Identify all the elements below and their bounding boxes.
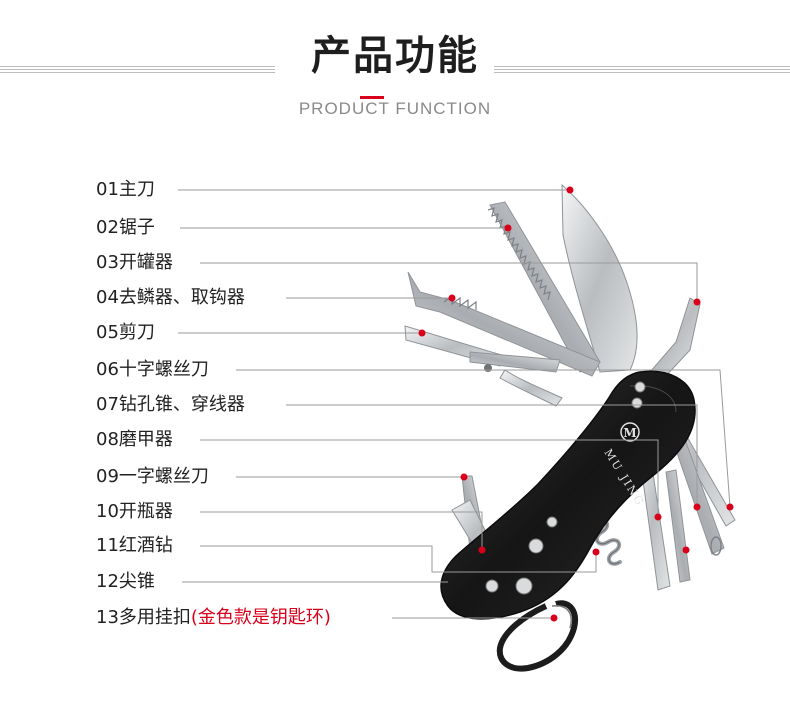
function-label-01: 01主刀 <box>96 179 155 200</box>
marker-04 <box>448 294 456 302</box>
marker-05 <box>418 329 426 337</box>
leader-line-07 <box>286 404 698 507</box>
marker-08 <box>654 513 662 521</box>
marker-13 <box>550 614 558 622</box>
leader-lines <box>178 189 731 619</box>
scissors-icon <box>404 325 563 407</box>
corkscrew-icon <box>594 518 622 566</box>
marker-01 <box>566 186 574 194</box>
marker-06 <box>726 503 734 511</box>
function-label-13: 13多用挂扣(金色款是钥匙环) <box>96 607 331 629</box>
awl-spike-icon <box>665 469 691 583</box>
marker-10 <box>478 546 486 554</box>
marker-09 <box>460 473 468 481</box>
function-label-02: 02锯子 <box>96 217 155 238</box>
leader-line-06 <box>236 369 731 508</box>
carabiner-clip-icon <box>496 600 578 672</box>
marker-02 <box>504 224 512 232</box>
function-label-03: 03开罐器 <box>96 252 173 273</box>
marker-11 <box>592 548 600 556</box>
can-opener-icon <box>649 297 701 379</box>
page-title: 产品功能 <box>311 33 479 79</box>
title-accent-bar <box>360 96 384 99</box>
function-label-04: 04去鳞器、取钩器 <box>96 287 245 308</box>
marker-07 <box>693 503 701 511</box>
brand-logo-icon <box>620 422 640 442</box>
header-left-rule <box>0 66 275 74</box>
function-label-13-note: (金色款是钥匙环) <box>190 607 331 628</box>
leader-line-11 <box>200 545 597 573</box>
page-subtitle: PRODUCT FUNCTION <box>298 99 492 118</box>
marker-03 <box>693 298 701 306</box>
brand-logo-mark: M <box>623 426 636 440</box>
leader-line-03 <box>200 262 698 302</box>
marker-12 <box>682 546 690 554</box>
function-label-12: 12尖锥 <box>96 571 155 592</box>
function-label-13-text: 13多用挂扣 <box>96 607 191 628</box>
leader-line-08 <box>200 439 659 517</box>
function-label-08: 08磨甲器 <box>96 429 173 450</box>
function-label-07: 07钻孔锥、穿线器 <box>96 394 245 415</box>
function-label-05: 05剪刀 <box>96 322 155 343</box>
function-label-06: 06十字螺丝刀 <box>96 359 209 380</box>
tool-handle: M MU JING <box>440 370 696 620</box>
function-label-09: 09一字螺丝刀 <box>96 466 209 487</box>
leader-line-10 <box>200 511 483 550</box>
function-label-11: 11红酒钻 <box>96 535 173 556</box>
callout-markers <box>418 186 734 622</box>
header-right-rule <box>494 66 790 74</box>
main-blade-icon <box>561 183 638 373</box>
function-label-10: 10开瓶器 <box>96 501 173 522</box>
